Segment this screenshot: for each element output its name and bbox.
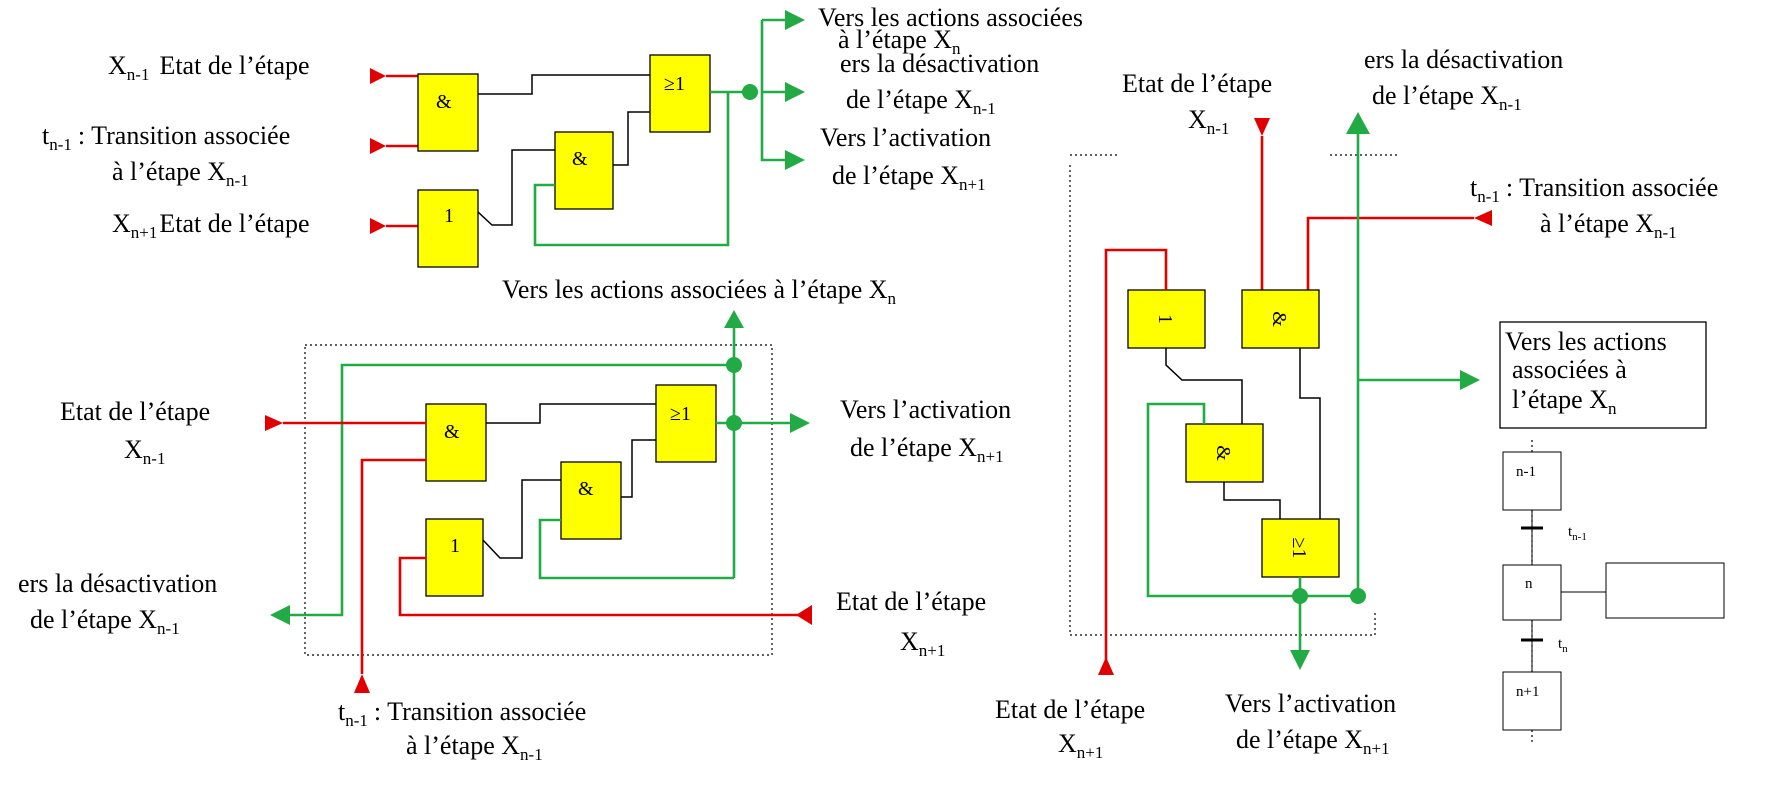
input-label-xn-1-line2: Xn-1 <box>124 435 165 468</box>
output-label-deactivation: ers la désactivation <box>840 49 1039 78</box>
input-label-xn-1-line2: Xn-1 <box>1188 105 1229 138</box>
not-gate <box>417 189 479 268</box>
grafcet: n-1 tn-1 n tn n+1 <box>1502 440 1725 745</box>
output-arrow-actions <box>785 10 805 30</box>
output-arrow-actions <box>724 310 744 328</box>
output-arrow-actions <box>1460 370 1480 390</box>
not-gate-label: 1 <box>444 205 454 227</box>
and-gate-label: & <box>578 478 594 500</box>
input-label-xn+1: Etat de l’étape <box>836 587 986 616</box>
bottom-left-circuit: Vers les actions associées à l’étape Xn … <box>18 275 1011 764</box>
input-arrow-xn-1 <box>370 68 386 84</box>
or-gate-label: ≥1 <box>1288 538 1310 559</box>
or-gate-label: ≥1 <box>664 73 685 95</box>
right-circuit: Etat de l’étape Xn-1 ers la désactivatio… <box>995 45 1718 762</box>
grafcet-step-next <box>1502 671 1562 731</box>
input-label-xn-1: Etat de l’étape <box>60 397 210 426</box>
input-arrow-tn-1 <box>1474 210 1492 226</box>
actions-box <box>1499 321 1707 429</box>
output-label-activation-line2: de l’étape Xn+1 <box>832 161 986 194</box>
grafcet-step-next-label: n+1 <box>1516 684 1539 700</box>
output-label-activation: Vers l’activation <box>840 395 1011 424</box>
not-gate-label: 1 <box>450 535 460 557</box>
input-label-tn-1: tn-1: Transition associée <box>1470 173 1718 206</box>
input-label-xn+1: Xn+1Etat de l’étape <box>112 209 310 242</box>
input-label-tn-1: tn-1: Transition associée <box>338 697 586 730</box>
actions-label-line3: l’étape Xn <box>1512 385 1617 418</box>
actions-label-line2: associées à <box>1512 355 1627 384</box>
output-label-actions: Vers les actions associées <box>818 3 1083 32</box>
grafcet-step-current <box>1502 564 1562 621</box>
output-label-activation-line2: de l’étape Xn+1 <box>850 433 1004 466</box>
and-gate-label: & <box>572 148 588 170</box>
input-label-xn+1: Etat de l’étape <box>995 695 1145 724</box>
and-gate <box>560 461 622 540</box>
or-gate-label: ≥1 <box>670 403 691 425</box>
not-gate <box>425 518 484 597</box>
input-arrow-xn+1 <box>1098 657 1114 675</box>
input-arrow-xn+1 <box>370 218 386 234</box>
output-arrow-deactivation <box>1346 112 1370 134</box>
input-label-tn-1-line2: à l’étape Xn-1 <box>1540 209 1677 242</box>
input-arrow-xn-1 <box>265 415 283 431</box>
output-arrow-deactivation <box>270 605 290 625</box>
input-arrow-xn-1 <box>1254 118 1270 136</box>
and-gate-label: & <box>436 91 452 113</box>
input-arrow-tn-1 <box>370 138 386 154</box>
input-label-tn-1: tn-1: Transition associée <box>42 121 290 154</box>
grafcet-transition-cur-label: tn <box>1558 636 1568 655</box>
input-label-xn-1: Etat de l’étape <box>1122 69 1272 98</box>
output-label-actions: Vers les actions associées à l’étape Xn <box>502 275 897 308</box>
or-gate <box>649 54 711 133</box>
not-gate-label: 1 <box>1154 314 1176 324</box>
grafcet-action-box <box>1605 562 1725 619</box>
output-label-deactivation: ers la désactivation <box>1364 45 1563 74</box>
output-label-actions-line2: à l’étape Xn <box>838 25 961 58</box>
and-gate <box>1185 423 1264 483</box>
input-label-tn-1-line2: à l’étape Xn-1 <box>112 157 249 190</box>
grafcet-transition-prev-label: tn-1 <box>1568 524 1587 543</box>
output-label-deactivation-line2: de l’étape Xn-1 <box>846 85 996 118</box>
output-label-deactivation: ers la désactivation <box>18 569 217 598</box>
input-label-tn-1-line2: à l’étape Xn-1 <box>406 731 543 764</box>
input-label-xn+1-line2: Xn+1 <box>1058 729 1103 762</box>
and-gate <box>417 73 479 152</box>
output-label-deactivation-line2: de l’étape Xn-1 <box>30 605 180 638</box>
output-label-activation-line2: de l’étape Xn+1 <box>1236 725 1390 758</box>
and-gate-label: & <box>1212 445 1234 461</box>
grafcet-step-current-label: n <box>1525 576 1533 592</box>
and-gate-label: & <box>1268 311 1290 327</box>
grafcet-step-prev-label: n-1 <box>1516 464 1536 480</box>
output-arrow-activation <box>1290 650 1310 670</box>
output-label-activation: Vers l’activation <box>1225 689 1396 718</box>
and-gate <box>425 403 487 482</box>
output-label-activation: Vers l’activation <box>820 123 991 152</box>
grafcet-step-prev <box>1502 451 1562 511</box>
output-arrow-activation <box>785 150 805 170</box>
input-arrow-xn+1 <box>796 605 812 625</box>
and-gate <box>1241 289 1320 349</box>
input-arrow-tn-1 <box>354 674 370 693</box>
and-gate-label: & <box>444 421 460 443</box>
and-gate <box>554 131 614 210</box>
output-label-deactivation-line2: de l’étape Xn-1 <box>1372 81 1522 114</box>
input-label-xn+1-line2: Xn+1 <box>900 627 945 660</box>
dotted-frame <box>304 344 773 656</box>
output-arrow-activation <box>790 413 810 433</box>
output-arrow-deactivation <box>785 82 805 102</box>
actions-label-line1: Vers les actions <box>1505 327 1667 356</box>
or-gate <box>655 384 717 463</box>
or-gate <box>1261 518 1340 578</box>
